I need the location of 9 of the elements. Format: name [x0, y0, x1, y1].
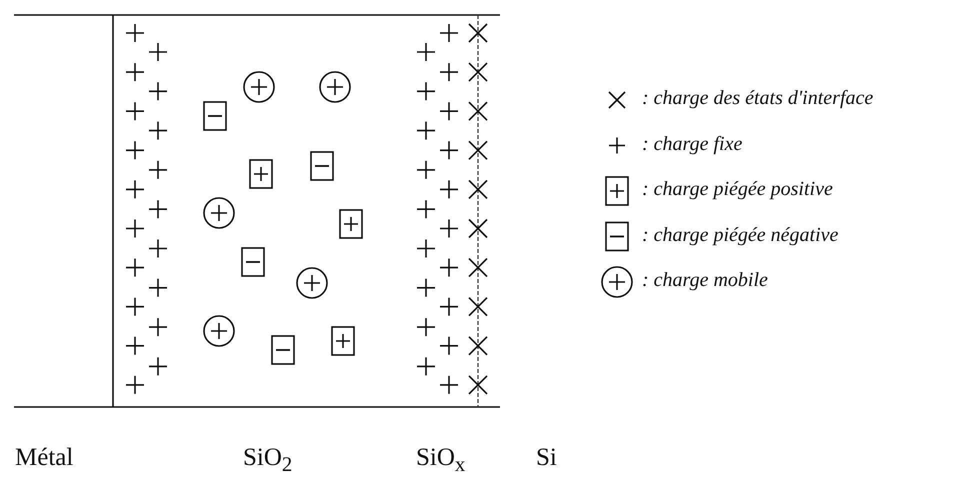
legend-text: : charge des états d'interface — [642, 87, 874, 110]
legend-text: : charge fixe — [642, 132, 742, 156]
layer-label: SiO$_{x}$ — [416, 444, 466, 477]
layer-label: Métal — [15, 444, 74, 472]
legend-text: : charge piégée négative — [642, 224, 838, 246]
layer-label: SiO$_{2}$ — [243, 444, 292, 477]
legend-text: : charge mobile — [642, 269, 768, 292]
legend-text: : charge piégée positive — [642, 178, 833, 201]
layer-label: Si — [536, 444, 557, 472]
